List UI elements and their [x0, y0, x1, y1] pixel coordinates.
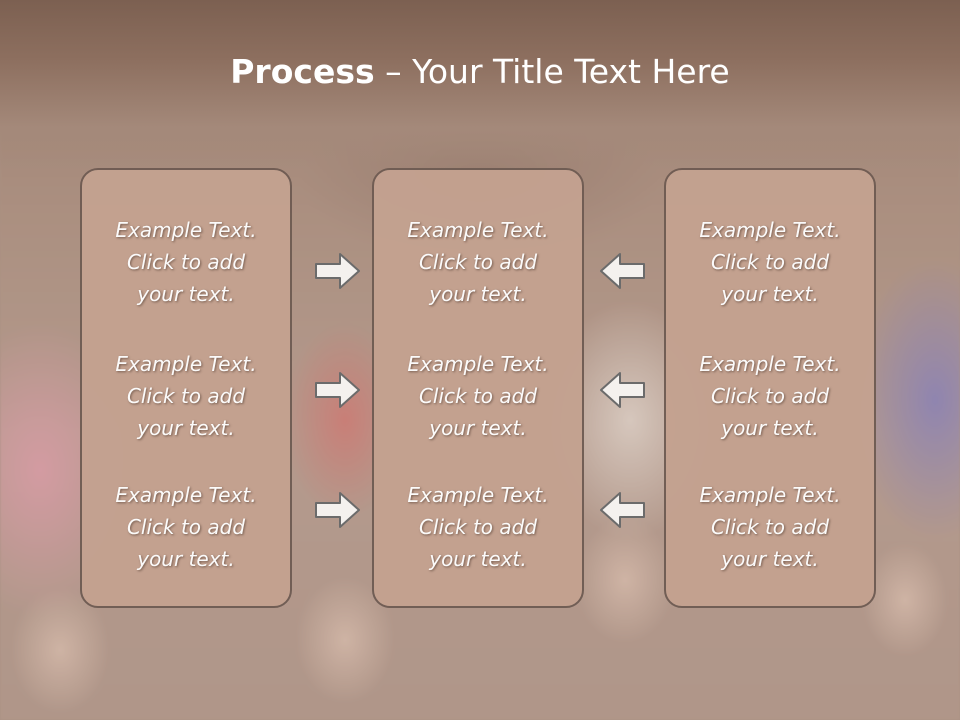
title-band: [0, 0, 960, 170]
arrow-left-icon: [600, 253, 645, 289]
text-line: your text.: [721, 416, 819, 440]
text-line: your text.: [137, 416, 235, 440]
slide-title-bold: Process: [230, 52, 375, 91]
text-line: your text.: [721, 282, 819, 306]
text-placeholder[interactable]: Example Text. Click to add your text.: [82, 479, 290, 575]
text-line: Click to add: [710, 250, 830, 274]
text-line: Example Text.: [407, 218, 549, 242]
slide-title-rest: – Your Title Text Here: [374, 52, 730, 91]
text-line: Example Text.: [407, 483, 549, 507]
process-panel-center[interactable]: Example Text. Click to add your text. Ex…: [372, 168, 584, 608]
text-line: Example Text.: [699, 352, 841, 376]
text-line: Click to add: [710, 515, 830, 539]
text-line: Example Text.: [115, 352, 257, 376]
text-line: Click to add: [418, 384, 538, 408]
text-line: your text.: [429, 547, 527, 571]
text-line: Example Text.: [699, 218, 841, 242]
text-line: your text.: [137, 282, 235, 306]
text-placeholder[interactable]: Example Text. Click to add your text.: [374, 348, 582, 444]
text-placeholder[interactable]: Example Text. Click to add your text.: [82, 348, 290, 444]
arrow-right-icon: [315, 253, 360, 289]
process-panel-right[interactable]: Example Text. Click to add your text. Ex…: [664, 168, 876, 608]
text-line: Example Text.: [115, 483, 257, 507]
text-line: Click to add: [418, 515, 538, 539]
text-line: Click to add: [126, 515, 246, 539]
text-line: Click to add: [418, 250, 538, 274]
text-placeholder[interactable]: Example Text. Click to add your text.: [374, 479, 582, 575]
process-panel-left[interactable]: Example Text. Click to add your text. Ex…: [80, 168, 292, 608]
text-placeholder[interactable]: Example Text. Click to add your text.: [666, 348, 874, 444]
text-line: your text.: [137, 547, 235, 571]
text-line: Example Text.: [407, 352, 549, 376]
text-line: your text.: [429, 282, 527, 306]
text-line: Click to add: [126, 250, 246, 274]
text-line: your text.: [429, 416, 527, 440]
slide-title[interactable]: Process – Your Title Text Here: [0, 52, 960, 91]
text-line: your text.: [721, 547, 819, 571]
text-placeholder[interactable]: Example Text. Click to add your text.: [374, 214, 582, 310]
text-placeholder[interactable]: Example Text. Click to add your text.: [666, 214, 874, 310]
text-line: Example Text.: [699, 483, 841, 507]
arrow-left-icon: [600, 492, 645, 528]
text-placeholder[interactable]: Example Text. Click to add your text.: [82, 214, 290, 310]
arrow-right-icon: [315, 492, 360, 528]
text-line: Click to add: [126, 384, 246, 408]
arrow-right-icon: [315, 372, 360, 408]
text-line: Click to add: [710, 384, 830, 408]
arrow-left-icon: [600, 372, 645, 408]
text-line: Example Text.: [115, 218, 257, 242]
text-placeholder[interactable]: Example Text. Click to add your text.: [666, 479, 874, 575]
